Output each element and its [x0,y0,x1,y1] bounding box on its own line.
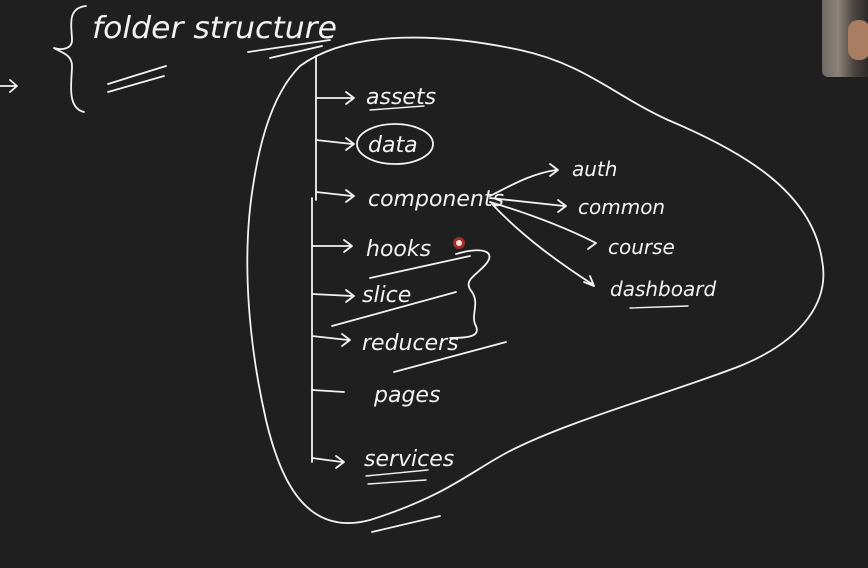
folder-components: components [368,187,504,212]
branch-arrow-assets [315,91,355,105]
folder-data: data [368,133,418,158]
folder-enclosure [246,36,825,524]
subfolder-common: common [578,195,665,219]
services-underline [365,469,429,485]
hooks-slice-brace [449,249,491,339]
arrow-to-auth [489,163,559,197]
left-edge-arrow [0,79,18,93]
branch-arrow-pages [311,389,345,393]
folder-pages: pages [373,383,440,408]
branch-arrow-components [315,189,355,203]
diagram-title: folder structure [92,11,337,46]
folder-hooks: hooks [366,237,431,262]
title-curly-brace [53,5,87,113]
branch-arrow-hooks [311,239,353,253]
branch-arrow-data [315,137,355,151]
subfolder-course: course [608,235,675,259]
strike-lines [331,255,507,373]
arrow-to-common [489,197,567,213]
subfolder-dashboard: dashboard [610,277,716,301]
data-circle [356,123,434,165]
arrow-to-course [489,201,597,250]
branch-arrow-services [311,455,345,469]
assets-underline [369,105,425,111]
folder-slice: slice [362,283,411,308]
subfolder-auth: auth [572,157,617,181]
bottom-stroke [371,515,441,533]
folder-reducers: reducers [362,331,459,356]
presenter-video-thumbnail[interactable] [822,0,868,77]
title-underline [107,39,331,93]
folder-services: services [364,447,454,472]
laser-pointer-core [456,240,462,246]
dashboard-underline [629,305,689,309]
branch-arrow-slice [311,289,355,303]
branch-arrow-reducers [311,333,351,347]
folder-assets: assets [366,85,436,110]
tree-trunk [311,55,317,463]
presenter-face [848,20,868,60]
arrow-to-dashboard [491,203,595,287]
